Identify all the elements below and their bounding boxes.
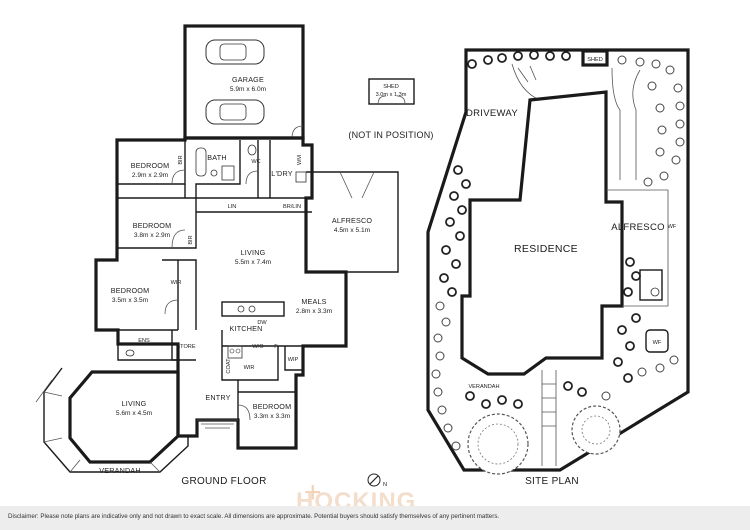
disclaimer-bar: Disclaimer: Please note plans are indica… — [0, 506, 750, 530]
wir-1-label: WIR — [171, 280, 182, 286]
wf-1-label: WF — [668, 224, 677, 230]
garage-label: GARAGE — [232, 75, 264, 84]
garage: GARAGE 5.9m x 6.0m — [183, 24, 305, 140]
shed-label: SHED — [383, 84, 399, 90]
site-shed-label: SHED — [587, 57, 603, 63]
bedroom-2-label: BEDROOM — [133, 221, 172, 230]
kitchen-label: KITCHEN — [230, 324, 263, 333]
shed-dimensions: 3.0m x 1.3m — [376, 92, 407, 98]
bedroom-3-dimensions: 3.5m x 3.5m — [112, 297, 149, 304]
wall-oven-label: W/O — [252, 344, 264, 350]
site-plan-caption: SITE PLAN — [525, 476, 579, 487]
car-icon — [205, 39, 265, 65]
entry-label: ENTRY — [205, 393, 230, 402]
ensuite-label: ENS — [138, 338, 150, 344]
agency-logo-mark: + — [304, 476, 322, 509]
site-verandah-label: VERANDAH — [468, 384, 499, 390]
bedroom-1-dimensions: 2.9m x 2.9m — [132, 172, 169, 179]
bedroom-2-dimensions: 3.8m x 2.9m — [134, 232, 171, 239]
bedroom-4-label: BEDROOM — [253, 402, 292, 411]
not-in-position-note: (NOT IN POSITION) — [348, 130, 433, 140]
laundry-label: L'DRY — [271, 169, 292, 178]
garage-dimensions: 5.9m x 6.0m — [230, 86, 267, 93]
driveway-label: DRIVEWAY — [466, 108, 518, 119]
bir-2-label: BIR — [188, 235, 194, 244]
octagonal-living: LIVING 5.6m x 4.5m VERANDAH — [35, 367, 189, 475]
wf-2-label: WF — [653, 340, 662, 346]
store-label: STORE — [176, 344, 195, 350]
verandah-label: VERANDAH — [99, 466, 141, 475]
interior-walls — [117, 140, 312, 429]
car-icon — [205, 99, 265, 125]
alfresco-label: ALFRESCO — [332, 216, 373, 225]
north-label: N — [383, 482, 387, 488]
site-alfresco-label: ALFRESCO — [611, 222, 665, 233]
compass: N — [367, 473, 387, 488]
bedroom-3-label: BEDROOM — [111, 286, 150, 295]
coat-label: COAT — [226, 358, 232, 374]
large-tree-icon — [467, 413, 529, 475]
meals-label: MEALS — [301, 297, 326, 306]
bedroom-4-dimensions: 3.3m x 3.3m — [254, 413, 291, 420]
linen-label: LIN — [228, 204, 237, 210]
ground-floor-caption: GROUND FLOOR — [181, 476, 266, 487]
bedroom-1-label: BEDROOM — [131, 161, 170, 170]
washing-machine-label: WM — [297, 155, 303, 165]
wir-2-label: WIR — [244, 365, 255, 371]
residence-outline — [460, 90, 624, 376]
site-plan: SHED RESIDENCE DRIVEWAY ALFRESCO WF VERA… — [426, 48, 690, 487]
bir-1-label: BIR — [178, 155, 184, 164]
residence-label: RESIDENCE — [514, 243, 578, 255]
octagon-living-label: LIVING — [122, 399, 147, 408]
site-boundary — [426, 48, 690, 472]
walk-in-pantry-label: WIP — [288, 357, 299, 363]
meals-dimensions: 2.8m x 3.3m — [296, 308, 333, 315]
bath-label: BATH — [207, 153, 226, 162]
alfresco-area: ALFRESCO 4.5m x 5.1m — [306, 171, 399, 273]
wc-label: WC — [251, 159, 260, 165]
tree-icons — [431, 50, 685, 451]
alfresco-dimensions: 4.5m x 5.1m — [334, 227, 371, 234]
fridge-label: F — [274, 344, 278, 350]
disclaimer-text: Disclaimer: Please note plans are indica… — [8, 513, 500, 520]
octagon-living-dimensions: 5.6m x 4.5m — [116, 410, 153, 417]
ground-floor-plan: GARAGE 5.9m x 6.0m SHED 3.0m x 1.3m (NOT… — [35, 24, 433, 487]
bathroom-linen-label: BR/LIN — [283, 204, 301, 210]
dishwasher-label: DW — [257, 320, 267, 326]
large-tree-icon — [571, 405, 621, 455]
shed-detached: SHED 3.0m x 1.3m (NOT IN POSITION) — [348, 78, 433, 140]
living-dimensions: 5.5m x 7.4m — [235, 259, 272, 266]
living-label: LIVING — [241, 248, 266, 257]
